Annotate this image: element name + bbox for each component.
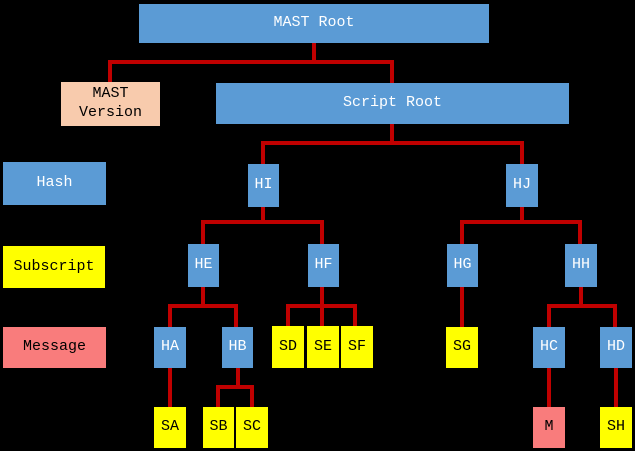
connector-ha-sa: [168, 368, 172, 407]
node-sa: SA: [154, 407, 186, 448]
node-hj: HJ: [506, 164, 538, 207]
node-sh: SH: [600, 407, 632, 448]
connector-drop-ha: [168, 304, 172, 327]
node-ha: HA: [154, 327, 186, 368]
connector-drop-hc: [547, 304, 551, 327]
node-hg: HG: [447, 244, 478, 287]
connector-drop-sc: [250, 385, 254, 407]
connector-hj-bar: [460, 220, 582, 224]
connector-drop-script-root: [390, 60, 394, 83]
node-mast-version: MAST Version: [61, 82, 160, 126]
legend-hash: Hash: [3, 162, 106, 205]
node-mast-root: MAST Root: [139, 4, 489, 43]
connector-drop-hf: [320, 220, 324, 244]
node-sf: SF: [341, 326, 373, 368]
connector-mastroot-bar: [108, 60, 394, 64]
connector-he-stem: [201, 287, 205, 308]
connector-hi-stem: [261, 207, 265, 224]
node-sc: SC: [236, 407, 268, 448]
node-hd: HD: [600, 327, 632, 368]
node-hf: HF: [308, 244, 339, 287]
connector-hb-stem: [236, 368, 240, 387]
connector-hf-bar: [286, 304, 357, 308]
connector-he-bar: [168, 304, 238, 308]
connector-drop-sd: [286, 304, 290, 326]
connector-drop-he: [201, 220, 205, 244]
node-sb: SB: [203, 407, 234, 448]
connector-drop-mast-version: [108, 60, 112, 82]
legend-message: Message: [3, 327, 106, 368]
node-sd: SD: [272, 326, 304, 368]
connector-drop-sf: [353, 304, 357, 326]
connector-mastroot-stem: [312, 43, 316, 64]
node-hb: HB: [222, 327, 253, 368]
connector-hc-m: [547, 368, 551, 407]
node-hi: HI: [248, 164, 279, 207]
connector-scriptroot-stem: [390, 124, 394, 145]
node-hc: HC: [533, 327, 565, 368]
connector-drop-hi: [261, 141, 265, 164]
connector-hd-sh: [614, 368, 618, 407]
connector-drop-hd: [613, 304, 617, 327]
node-hh: HH: [565, 244, 597, 287]
connector-hg-sg: [460, 287, 464, 327]
node-he: HE: [188, 244, 219, 287]
node-se: SE: [307, 326, 339, 368]
connector-hh-stem: [579, 287, 583, 308]
connector-scriptroot-bar: [261, 141, 524, 145]
connector-hj-stem: [520, 207, 524, 224]
connector-hh-bar: [547, 304, 617, 308]
connector-drop-hh: [578, 220, 582, 244]
connector-drop-sb: [216, 385, 220, 407]
connector-drop-hb: [234, 304, 238, 327]
connector-hi-bar: [201, 220, 324, 224]
node-m: M: [533, 407, 565, 448]
connector-hb-bar: [216, 385, 252, 389]
node-sg: SG: [446, 327, 478, 368]
node-script-root: Script Root: [216, 83, 569, 124]
connector-drop-hj: [520, 141, 524, 164]
legend-subscript: Subscript: [3, 246, 105, 288]
connector-drop-hg: [460, 220, 464, 244]
